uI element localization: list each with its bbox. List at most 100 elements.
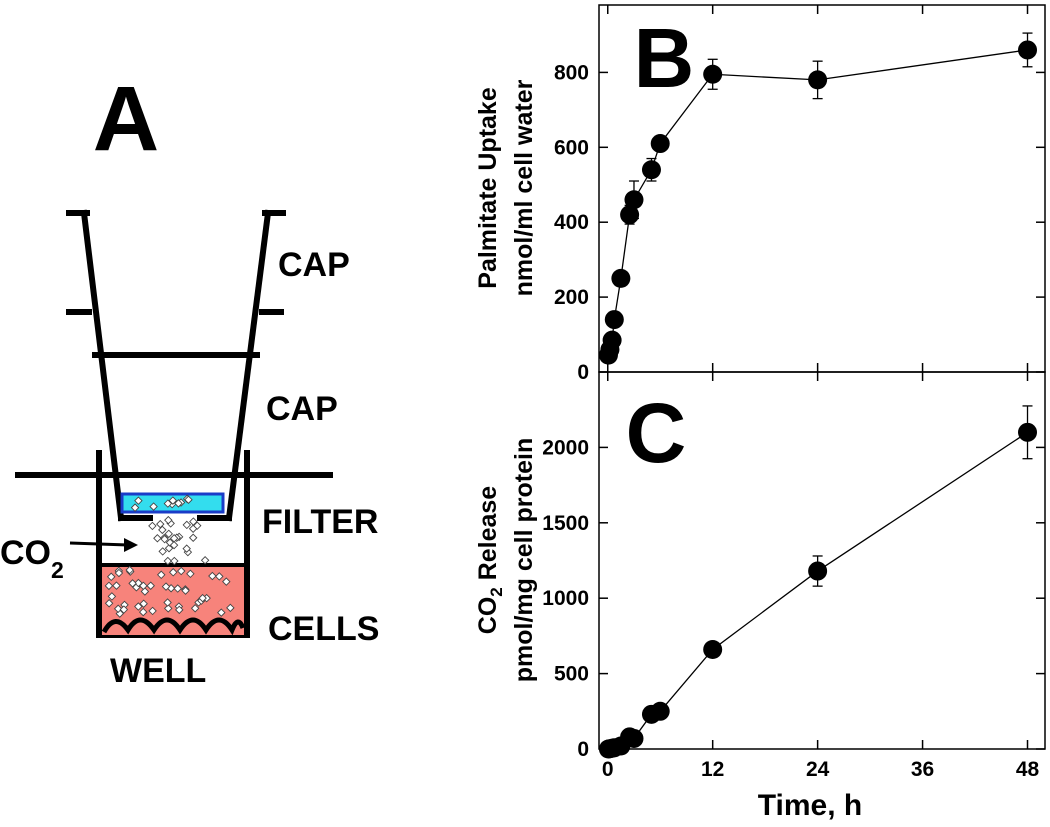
co2-particle <box>184 495 193 504</box>
panel-c-xtick-label: 12 <box>701 758 724 781</box>
co2-particle <box>148 606 157 616</box>
cap-upper-label: CAP <box>278 246 350 284</box>
co2-particle <box>164 515 173 525</box>
co2-particle <box>139 599 148 608</box>
co2-particle <box>112 581 121 590</box>
panel-b-letter: B <box>634 11 695 105</box>
panel-c-xlabel: Time, h <box>758 789 862 822</box>
panel-c-ytick-label: 500 <box>554 663 589 686</box>
co2-particle <box>148 521 157 531</box>
co2-particle <box>188 533 198 542</box>
co2-particle <box>182 520 192 530</box>
panel-b-ytick-label: 400 <box>554 211 589 234</box>
co2-particle <box>106 572 116 582</box>
co2-arrow-shaft <box>69 541 129 547</box>
co2-particle <box>107 592 117 601</box>
panel-c-data-point <box>808 561 828 581</box>
co2-particle <box>181 586 190 595</box>
panel-c-data-point <box>703 639 723 659</box>
panel-c-frame <box>598 371 1046 750</box>
co2-particle <box>190 604 200 613</box>
co2-particle <box>186 569 195 579</box>
panel-c-data-marks <box>598 405 1038 759</box>
co2-particle <box>163 604 173 613</box>
co2-arrow-head <box>124 538 138 552</box>
co2-particle <box>157 570 166 580</box>
co2-particle <box>169 540 179 550</box>
panel-c-xtick-label: 36 <box>911 758 934 781</box>
cap-insert-outline <box>66 209 286 522</box>
panel-b-ytick-label: 800 <box>554 61 589 84</box>
co2-particle <box>161 582 171 591</box>
panel-c-xtick-label: 48 <box>1016 758 1040 781</box>
panel-b-data-point <box>604 310 624 330</box>
panel-c-ylabel-line1: CO2 Release <box>474 486 506 635</box>
co2-particle <box>164 543 174 553</box>
panel-c-xtick-label: 0 <box>602 758 614 781</box>
panel-b-data-point <box>808 70 828 90</box>
co2-particle <box>163 499 173 508</box>
co2-particle <box>104 581 114 591</box>
co2-particle <box>153 534 162 543</box>
co2-particle <box>146 581 155 590</box>
panel-b-ylabel-line1: Palmitate Uptake <box>474 87 502 289</box>
panel-b-ytick-label: 0 <box>577 361 589 384</box>
co2-particle <box>163 598 172 607</box>
co2-particle <box>170 556 179 566</box>
co2-particle <box>208 571 217 581</box>
panel-a-letter: A <box>93 68 159 170</box>
panel-b-ylabel-line2: nmol/ml cell water <box>510 79 538 296</box>
co2-particle <box>113 604 123 614</box>
co2-particle <box>174 499 183 508</box>
co2-particle <box>222 577 231 586</box>
panel-c-ytick-label: 2000 <box>542 436 589 459</box>
co2-particle <box>149 502 158 511</box>
panel-c-ylabel-line2: pmol/mg cell protein <box>510 438 538 682</box>
cap-lower-label: CAP <box>266 390 338 428</box>
panel-b-data-point <box>611 268 631 288</box>
panel-b-data-point <box>641 160 661 180</box>
panel-b-data-point <box>624 190 644 210</box>
panel-c-data-point <box>624 728 644 748</box>
panel-b-data-point <box>650 134 670 154</box>
co2-particle <box>134 602 143 611</box>
co2-particle <box>128 579 137 588</box>
panel-c-xtick-label: 24 <box>806 758 830 781</box>
co2-particle <box>226 603 235 613</box>
panel-a-diagram: A <box>0 68 379 690</box>
co2-particle <box>217 608 226 617</box>
co2-particle <box>198 593 207 603</box>
panel-b-ytick-label: 600 <box>554 136 589 159</box>
panel-c-ytick-label: 1000 <box>542 587 589 610</box>
co2-particle <box>114 568 124 578</box>
co2-particle <box>215 572 224 581</box>
panel-b-data-point <box>703 64 723 84</box>
co2-particle <box>175 605 184 615</box>
co2-particle <box>200 556 210 565</box>
co2-particle <box>158 547 167 556</box>
panel-b-data-point <box>1018 40 1038 60</box>
co2-particles <box>104 494 235 618</box>
co2-particle <box>125 565 134 575</box>
co2-particle <box>192 521 202 530</box>
panel-c-ytick-label: 0 <box>577 738 589 761</box>
co2-particle <box>168 568 178 577</box>
filter-label: FILTER <box>262 503 378 541</box>
co2-particle <box>138 607 148 617</box>
co2-particle <box>160 534 169 544</box>
panel-b-data-marks <box>598 32 1038 365</box>
co2-particle <box>104 599 114 608</box>
co2-particle <box>139 581 148 591</box>
co2-particle <box>134 496 143 505</box>
co2-particle <box>163 556 173 566</box>
co2-particle <box>169 534 179 543</box>
co2-particle <box>119 605 129 614</box>
co2-particle <box>130 503 140 512</box>
co2-label: CO2 <box>0 534 64 583</box>
co2-particle <box>164 529 173 539</box>
co2-particle <box>168 496 178 505</box>
